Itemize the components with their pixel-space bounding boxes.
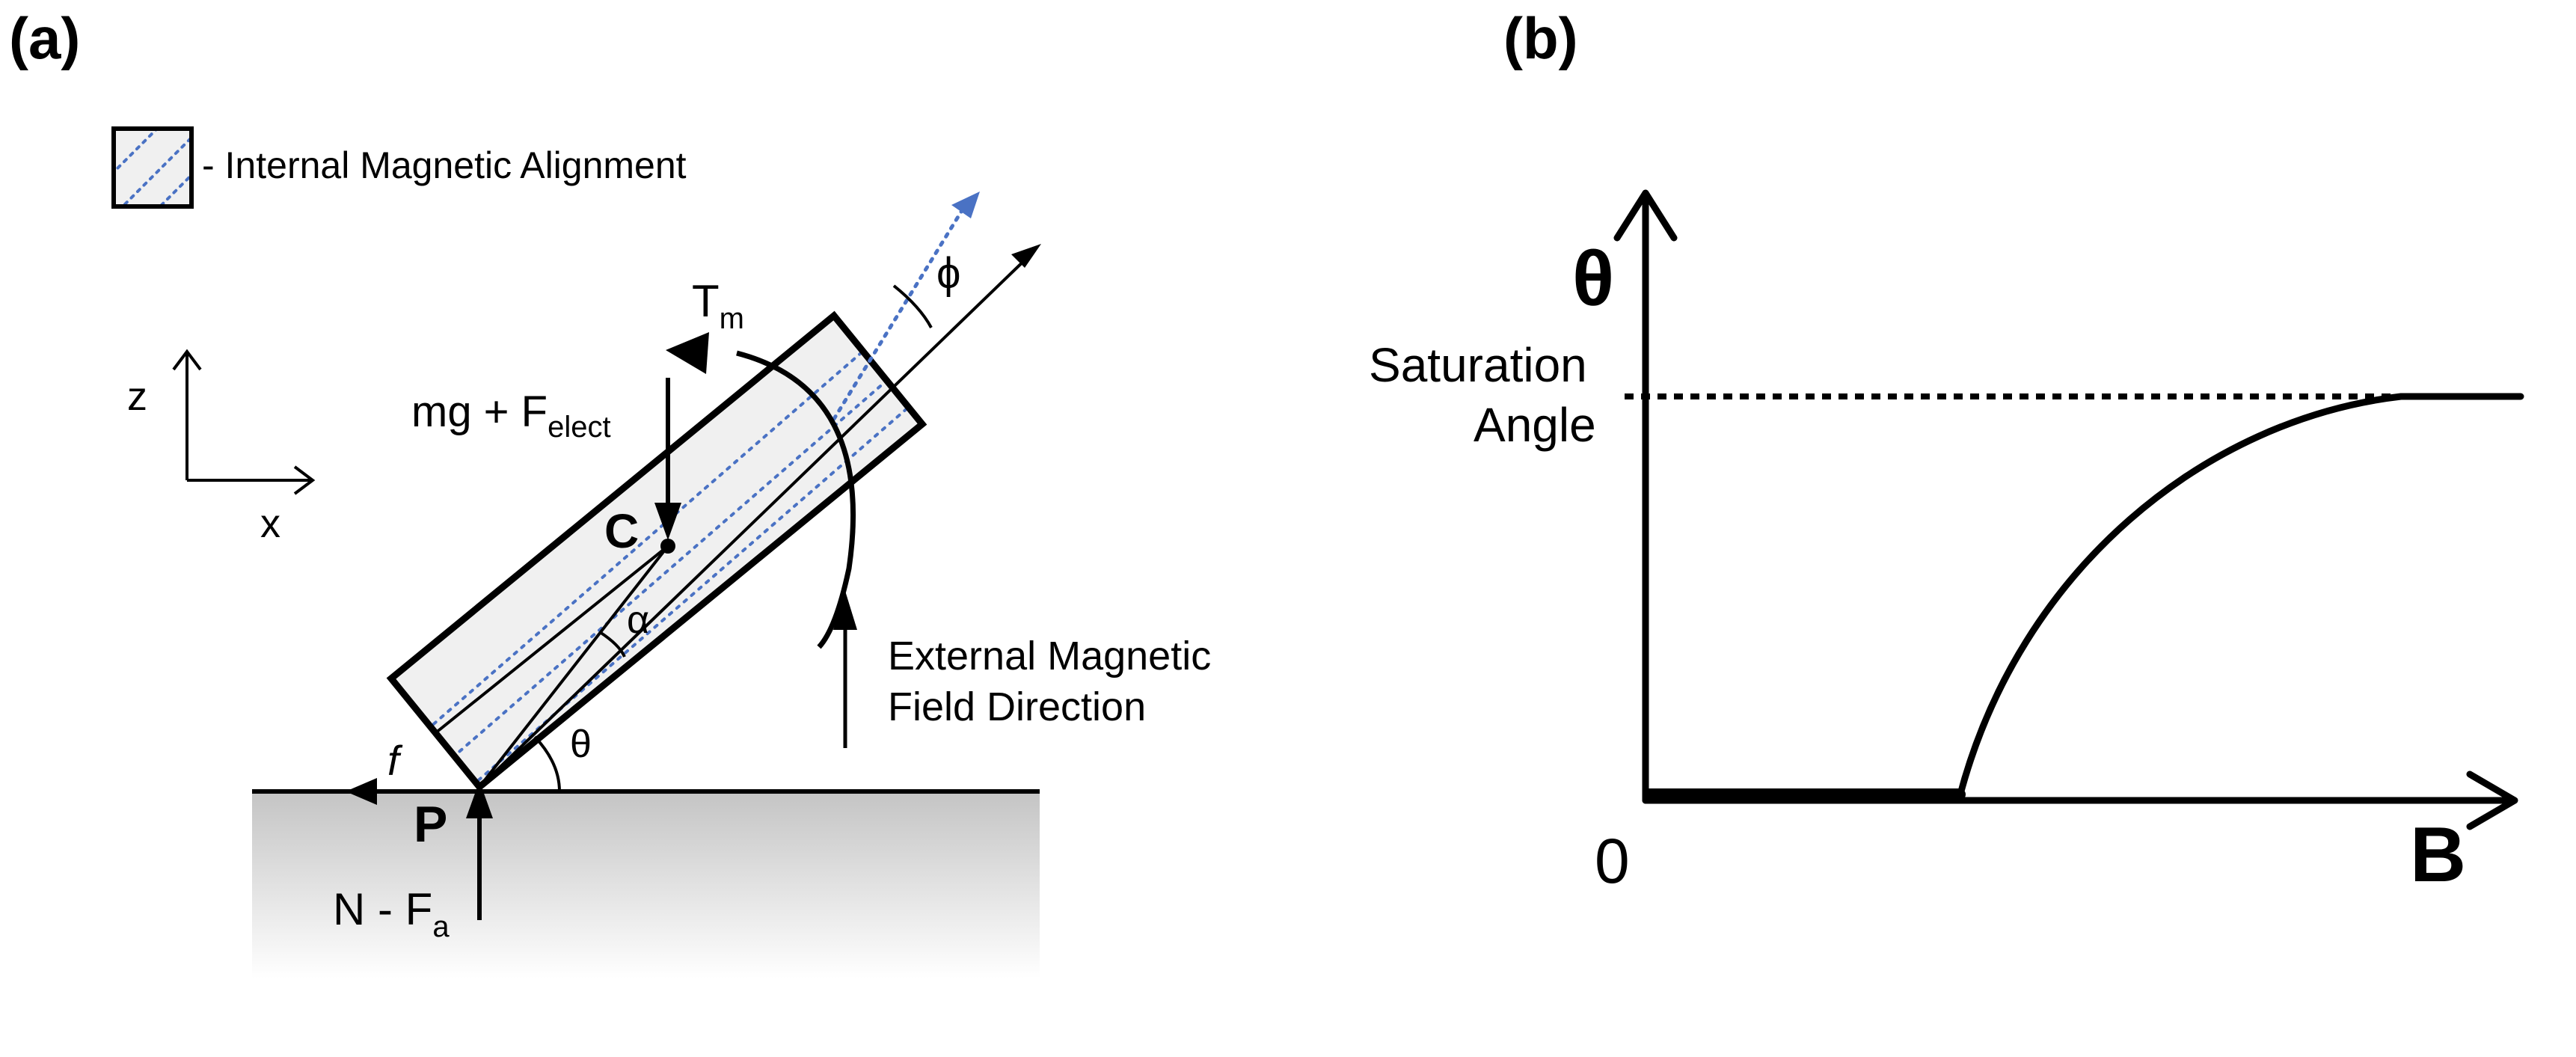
coordinate-axes bbox=[172, 349, 316, 495]
pivot-label: P bbox=[414, 796, 447, 853]
theta-label: θ bbox=[570, 723, 592, 766]
ground bbox=[252, 791, 1040, 978]
alpha-label: α bbox=[627, 598, 649, 642]
theta-arc bbox=[533, 735, 561, 792]
phi-arc bbox=[892, 284, 933, 328]
field-label-line1: External Magnetic bbox=[888, 634, 1211, 678]
legend-text: - Internal Magnetic Alignment bbox=[202, 144, 687, 186]
torque-arrowhead bbox=[666, 332, 709, 374]
axis-z-label: z bbox=[127, 374, 147, 419]
alignment-arrow bbox=[832, 192, 980, 421]
alpha-arc bbox=[598, 631, 626, 658]
friction-arrow bbox=[346, 778, 479, 805]
torque-label: Tm bbox=[692, 276, 744, 335]
center-label: C bbox=[604, 504, 639, 558]
response-curve bbox=[1643, 393, 2524, 800]
saturation-label-line2: Angle bbox=[1473, 398, 1596, 452]
friction-label: f bbox=[387, 737, 403, 784]
normal-force-arrow bbox=[466, 781, 493, 920]
graph-axes bbox=[1613, 189, 2518, 830]
normal-force-label: N - Fa bbox=[333, 884, 450, 943]
phi-label: ϕ bbox=[936, 249, 960, 298]
legend-swatch bbox=[111, 126, 194, 209]
torque-arc bbox=[736, 350, 856, 649]
y-axis-label: θ bbox=[1572, 236, 1614, 322]
panel-b-label: (b) bbox=[1503, 5, 1578, 71]
gravity-force-arrow bbox=[654, 378, 681, 540]
panel-a-label: (a) bbox=[9, 5, 80, 71]
block-axis-arrow bbox=[478, 244, 1041, 788]
axis-x-label: x bbox=[260, 501, 280, 546]
x-axis-label: B bbox=[2410, 812, 2466, 898]
origin-label: 0 bbox=[1595, 826, 1630, 896]
external-field-arrow bbox=[833, 591, 857, 748]
center-point bbox=[660, 539, 675, 554]
gravity-force-label: mg + Felect bbox=[411, 387, 611, 444]
field-label-line2: Field Direction bbox=[888, 684, 1146, 729]
saturation-label-line1: Saturation bbox=[1369, 338, 1587, 392]
